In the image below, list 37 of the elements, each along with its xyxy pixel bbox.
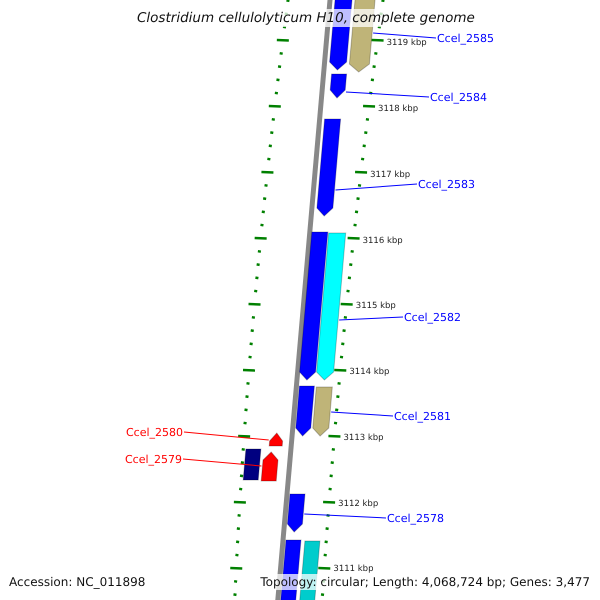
gene-segment [260, 451, 279, 482]
gene-label: Ccel_2583 [418, 178, 476, 191]
gene-label: Ccel_2581 [394, 410, 452, 423]
gene-segment [316, 118, 342, 217]
scale-label: 3115 kbp [356, 301, 396, 312]
gene-label: Ccel_2584 [430, 90, 488, 104]
leader-line [184, 432, 270, 440]
gene-segment [316, 232, 346, 381]
gene-label: Ccel_2580 [126, 426, 184, 439]
leader-line [338, 316, 404, 320]
scale-label: 3112 kbp [338, 499, 378, 510]
scale-label: 3117 kbp [370, 170, 410, 180]
leader-line [346, 92, 430, 98]
scale-label: 3114 kbp [349, 367, 390, 378]
gene-segment [295, 386, 315, 437]
scale-label: 3111 kbp [333, 564, 374, 574]
leader-line [182, 458, 262, 466]
gene-segment [268, 432, 284, 446]
gene-label: Ccel_2582 [404, 310, 462, 324]
gene-label: Ccel_2578 [387, 512, 444, 525]
leader-line [304, 514, 386, 518]
scale-label: 3119 kbp [386, 38, 427, 48]
leader-line [334, 184, 418, 190]
leader-line [372, 32, 436, 38]
scale-label: 3116 kbp [362, 236, 403, 246]
gene-segment [286, 494, 306, 533]
scale-label: 3118 kbp [378, 104, 418, 114]
gene-segment [299, 232, 328, 381]
genome-summary-text: Topology: circular; Length: 4,068,724 bp; Genes: 3,477 [258, 574, 592, 590]
accession-text: Accession: NC_011898 [7, 574, 148, 590]
gene-segment [242, 448, 262, 480]
scale-label: 3113 kbp [344, 433, 384, 444]
gene-label: Ccel_2579 [125, 452, 182, 466]
gene-segment [330, 74, 348, 99]
gene-segment [312, 386, 333, 437]
leader-line [330, 412, 394, 416]
gene-label: Ccel_2585 [437, 32, 494, 45]
